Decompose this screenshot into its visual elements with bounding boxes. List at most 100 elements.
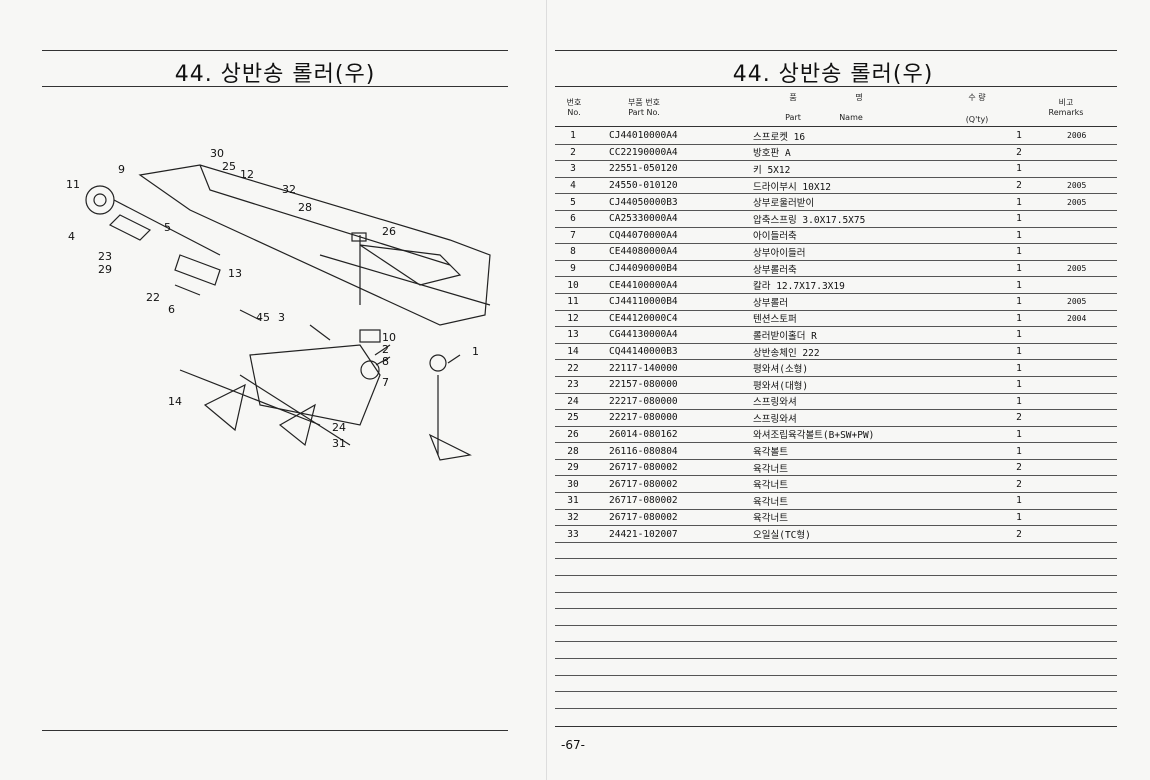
cell-name: 키 5X12 xyxy=(735,160,999,178)
cell-no: 26 xyxy=(555,426,591,444)
cell-name: 와셔조립육각볼트(B+SW+PW) xyxy=(735,426,999,444)
cell-remark: 2005 xyxy=(1039,193,1117,211)
cell-name: 상부로울러받이 xyxy=(735,193,999,211)
cell-part: CJ44010000A4 xyxy=(591,128,735,145)
empty-cell xyxy=(1039,691,1117,709)
cell-qty: 1 xyxy=(999,310,1039,328)
callout-25: 25 xyxy=(222,160,236,173)
empty-cell xyxy=(591,658,735,676)
cell-remark xyxy=(1039,426,1117,444)
cell-no: 2 xyxy=(555,144,591,162)
header-name-kr1: 품 xyxy=(789,93,797,102)
callout-1: 1 xyxy=(472,345,479,358)
cell-part: CE44080000A4 xyxy=(591,243,735,261)
header-part-kr: 부품 번호 xyxy=(628,98,660,107)
cell-part: 26014-080162 xyxy=(591,426,735,444)
cell-remark xyxy=(1039,227,1117,245)
empty-cell xyxy=(555,542,591,560)
cell-name: 상반송체인 222 xyxy=(735,343,999,361)
callout-2: 2 xyxy=(382,343,389,356)
cell-remark: 2005 xyxy=(1039,260,1117,278)
cell-no: 6 xyxy=(555,210,591,228)
cell-part: 22157-080000 xyxy=(591,376,735,394)
cell-qty: 2 xyxy=(999,144,1039,162)
cell-part: 22551-050120 xyxy=(591,160,735,178)
callout-10: 10 xyxy=(382,331,396,344)
cell-part: CJ44050000B3 xyxy=(591,193,735,211)
callout-29: 29 xyxy=(98,263,112,276)
cell-remark xyxy=(1039,525,1117,543)
cell-remark xyxy=(1039,376,1117,394)
empty-cell xyxy=(999,675,1039,693)
empty-cell xyxy=(591,592,735,610)
empty-cell xyxy=(1039,625,1117,643)
empty-cell xyxy=(555,641,591,659)
empty-cell xyxy=(735,625,999,643)
empty-cell xyxy=(591,675,735,693)
cell-remark xyxy=(1039,492,1117,510)
empty-cell xyxy=(735,575,999,593)
header-name-kr2: 명 xyxy=(855,93,863,102)
callout-8: 8 xyxy=(382,355,389,368)
cell-no: 8 xyxy=(555,243,591,261)
empty-cell xyxy=(591,575,735,593)
cell-part: CE44100000A4 xyxy=(591,276,735,294)
cell-no: 23 xyxy=(555,376,591,394)
cell-part: 26717-080002 xyxy=(591,509,735,527)
cell-name: 육각너트 xyxy=(735,459,999,477)
header-name-en1: Part xyxy=(785,113,801,122)
cell-no: 3 xyxy=(555,160,591,178)
empty-cell xyxy=(555,658,591,676)
callout-11: 11 xyxy=(66,178,80,191)
empty-cell xyxy=(999,641,1039,659)
cell-name: 압축스프링 3.0X17.5X75 xyxy=(735,210,999,228)
cell-no: 14 xyxy=(555,343,591,361)
cell-remark xyxy=(1039,393,1117,411)
cell-qty: 1 xyxy=(999,227,1039,245)
cell-qty: 1 xyxy=(999,160,1039,178)
right-page-title: 44. 상반송 롤러(우) xyxy=(732,62,934,87)
cell-no: 25 xyxy=(555,409,591,427)
callout-5: 5 xyxy=(164,221,171,234)
empty-table-row xyxy=(555,542,1117,560)
empty-cell xyxy=(1039,542,1117,560)
header-qty-en: (Q'ty) xyxy=(965,115,989,124)
cell-name: 칼라 12.7X17.3X19 xyxy=(735,276,999,294)
empty-cell xyxy=(555,575,591,593)
left-page-title: 44. 상반송 롤러(우) xyxy=(174,62,376,87)
empty-cell xyxy=(555,675,591,693)
cell-name: 육각너트 xyxy=(735,475,999,494)
callout-13: 13 xyxy=(228,267,242,280)
cell-part: 26717-080002 xyxy=(591,492,735,510)
empty-table-row xyxy=(555,641,1117,659)
cell-name: 상부롤러 xyxy=(735,293,999,311)
left-page: 44. 상반송 롤러(우) xyxy=(0,0,546,780)
callout-6: 6 xyxy=(168,303,175,316)
cell-qty: 1 xyxy=(999,492,1039,510)
cell-remark xyxy=(1039,160,1117,178)
cell-no: 32 xyxy=(555,509,591,527)
empty-cell xyxy=(1039,641,1117,659)
empty-table-row xyxy=(555,575,1117,593)
cell-no: 7 xyxy=(555,227,591,245)
cell-name: 스프링와셔 xyxy=(735,393,999,411)
empty-cell xyxy=(555,592,591,610)
empty-cell xyxy=(1039,608,1117,626)
empty-cell xyxy=(735,691,999,709)
empty-cell xyxy=(555,558,591,577)
empty-cell xyxy=(555,608,591,626)
header-name-en2: Name xyxy=(839,113,863,122)
cell-no: 1 xyxy=(555,128,591,145)
cell-remark xyxy=(1039,409,1117,427)
cell-no: 12 xyxy=(555,310,591,328)
cell-remark xyxy=(1039,276,1117,294)
empty-table-row xyxy=(555,658,1117,676)
callout-23: 23 xyxy=(98,250,112,263)
